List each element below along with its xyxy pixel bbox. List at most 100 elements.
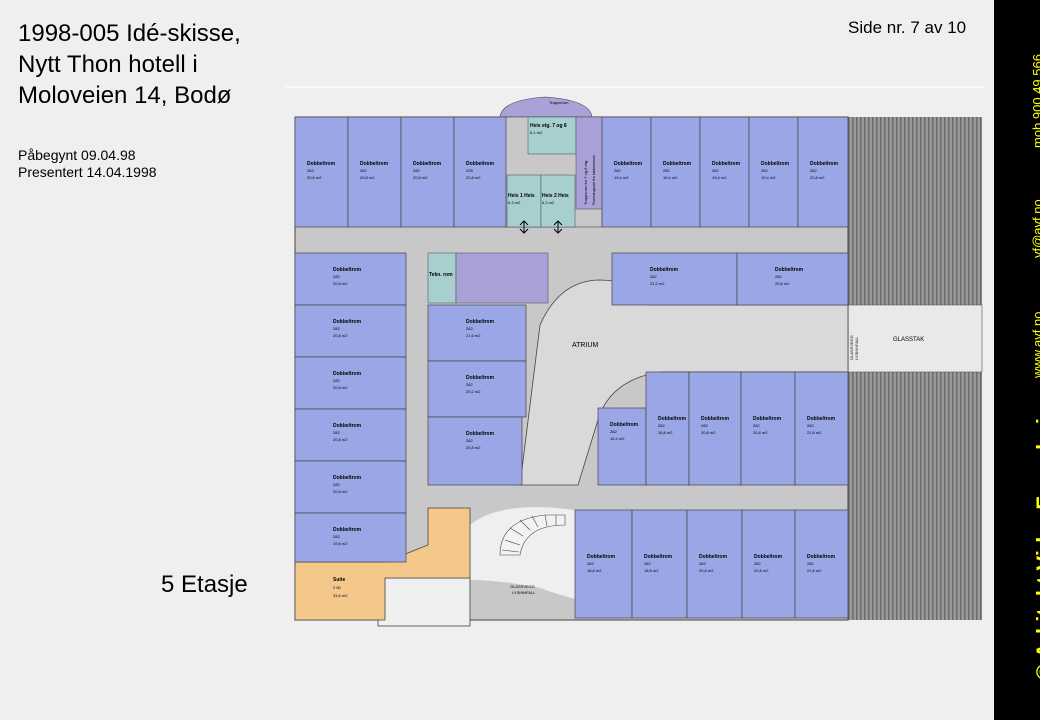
room-24 [740,371,796,486]
room-code: 282 [712,168,719,173]
room-code: 282 [761,168,768,173]
room-name: Dobbeltrom [333,423,362,429]
room-19 [611,252,738,306]
room-code: 282 [333,326,340,331]
room-name: Dobbeltrom [307,161,336,167]
room-5 [601,116,652,228]
room-code: 282 [466,438,473,443]
room-area: 20,8 m2 [753,430,768,435]
lift-2-label: Heis 2 Heis [542,193,569,199]
glass-wall-bottom-1: GLASSVEGG [510,584,535,589]
room-name: Dobbeltrom [712,161,741,167]
room-code: 282 [754,561,761,566]
room-12 [294,356,407,410]
room-code: 282 [413,168,420,173]
page-title: 1998-005 Idé-skisse, Nytt Thon hotell i … [18,20,241,109]
room-code: 282 [701,423,708,428]
lift-top-label: Heis etg. 7 og 8 [530,123,567,129]
room-10 [294,252,407,306]
room-name: Dobbeltrom [807,554,836,560]
room-area: 20,8 m2 [333,333,348,338]
atrium-label: ATRIUM [572,342,598,349]
room-16 [427,304,527,362]
room-9 [797,116,849,228]
lift-top-area: 6,1 m2 [530,130,543,135]
room-area: 21,8 m2 [807,430,822,435]
stair-note-block [575,116,603,210]
room-11 [294,304,407,358]
room-name: Dobbeltrom [807,416,836,422]
room-name: Dobbeltrom [761,161,790,167]
room-6 [650,116,701,228]
room-code: 282 [466,382,473,387]
room-28 [686,509,743,619]
room-18 [427,416,523,486]
room-code: 282 [775,274,782,279]
room-code: 282 [333,430,340,435]
room-area: 21,8 m2 [807,568,822,573]
room-name: Dobbeltrom [466,161,495,167]
spiral-stair-icon [499,514,566,556]
lift-1-label: Heis 1 Heis [508,193,535,199]
room-code: 282 [587,561,594,566]
room-area: 20,8 m2 [360,175,375,180]
room-code: 228 [466,168,473,173]
room-name: Dobbeltrom [644,554,673,560]
room-area: 20,8 m2 [333,385,348,390]
lift-2 [540,174,576,228]
room-area: 20,8 m2 [333,437,348,442]
presentation-date: Presentert 14.04.1998 [18,164,157,180]
room-13 [294,408,407,462]
lift-1 [506,174,542,228]
room-name: Dobbeltrom [333,371,362,377]
room-area: 21,6 m2 [466,333,481,338]
room-name: Dobbeltrom [333,527,362,533]
room-code: 282 [650,274,657,279]
start-date: Påbegynt 09.04.98 [18,147,136,163]
room-name: Dobbeltrom [753,416,782,422]
lower-void [377,577,471,627]
room-area: 19,4 m2 [712,175,727,180]
room-name: Dobbeltrom [466,431,495,437]
technical-room-label: Tekn. rom [429,272,453,278]
room-name: Dobbeltrom [650,267,679,273]
room-area: 20,8 m2 [701,430,716,435]
room-area: 19,4 m2 [761,175,776,180]
room-29 [741,509,796,619]
room-area: 20,6 m2 [699,568,714,573]
room-code: 282 [466,326,473,331]
room-26 [574,509,633,619]
room-4 [453,116,507,228]
room-code: 282 [644,561,651,566]
room-name: Dobbeltrom [466,319,495,325]
room-code: 282 [614,168,621,173]
stair-note-2: Romningsvei fra takterrasse [591,154,596,205]
room-name: Dobbeltrom [466,375,495,381]
room-25 [794,371,849,486]
room-name: Dobbeltrom [333,319,362,325]
lift-1-area: 6,3 m2 [508,200,521,205]
stair-block [455,252,549,304]
room-area: 19,8 m2 [333,541,348,546]
room-area: 21,2 m2 [650,281,665,286]
suite-label: Suite [333,577,345,583]
room-area: 20,8 m2 [333,281,348,286]
room-area: 20,8 m2 [307,175,322,180]
room-code: 282 [658,423,665,428]
room-area: 18,8 m2 [644,568,659,573]
room-area: 20,8 m2 [466,445,481,450]
room-name: Dobbeltrom [333,267,362,273]
sidebar [994,0,1040,720]
room-area: 20,8 m2 [466,175,481,180]
stair-note-1: Trapperom for 7 og 8 etg. [583,160,588,205]
room-name: Dobbeltrom [587,554,616,560]
room-name: Dobbeltrom [610,422,639,428]
stairwell-label: Trapperom [549,100,569,105]
glass-roof [847,304,983,373]
page-number: Side nr. 7 av 10 [848,18,967,37]
technical-room [427,252,457,304]
room-21 [597,407,647,486]
glass-roof-label: GLASSTAK [893,337,924,343]
room-code: 282 [333,378,340,383]
